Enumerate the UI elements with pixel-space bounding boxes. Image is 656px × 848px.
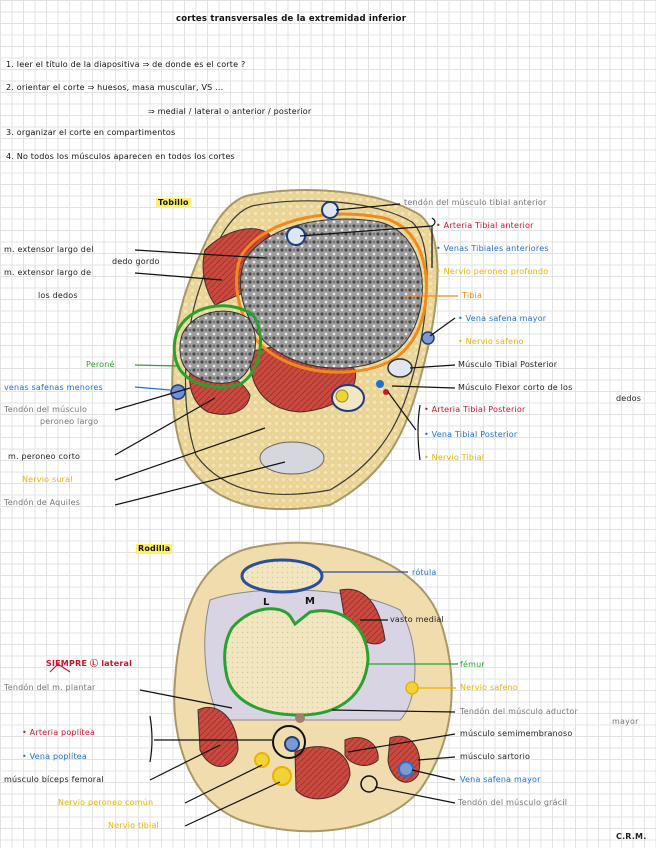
knee-heading: Rodilla [136, 544, 173, 554]
label-venas-tibiales-anteriores: • Venas Tibiales anteriores [436, 244, 549, 253]
label-tendon-aductor: Tendón del músculo aductor [460, 707, 579, 716]
label-tendon-peroneo-largo: Tendón del músculo [4, 405, 88, 414]
ankle-leader-lines [114, 203, 458, 506]
label-ext-largo-dedo-gordo: m. extensor largo del [4, 245, 94, 254]
label-peroneo-corto: m. peroneo corto [8, 452, 81, 461]
label-vasto-medial: vasto medial [390, 615, 444, 624]
label-vena-tibial-posterior: • Vena Tibial Posterior [424, 430, 518, 439]
label-arteria-tibial-anterior: • Arteria Tibial anterior [436, 221, 534, 230]
label-vena-poplitea: • Vena poplítea [22, 752, 88, 761]
label-tendon-plantar: Tendón del m. plantar [4, 683, 96, 692]
instruction-2b: ⇒ medial / lateral o anterior / posterio… [148, 107, 312, 116]
label-femur: fémur [460, 660, 485, 669]
label-nervio-safeno-knee: Nervio safeno [460, 683, 518, 692]
ankle-heading: Tobillo [156, 198, 191, 208]
label-siempre-lateral: SIEMPRE Ⓛ lateral [46, 659, 133, 668]
label-tendon-gracil: Tendón del músculo grácil [458, 798, 568, 807]
label-arteria-tibial-posterior: • Arteria Tibial Posterior [424, 405, 526, 414]
label-tibia: Tibia [462, 291, 483, 300]
label-nervio-tibial-knee: Nervio tibial [108, 821, 159, 830]
label-tendon-aductor-2: mayor [612, 717, 639, 726]
page-title: cortes transversales de la extremidad in… [176, 14, 407, 24]
knee-M-letter: M [305, 596, 315, 607]
label-biceps-femoral: músculo bíceps femoral [4, 775, 104, 784]
label-tendon-tibial-anterior: tendón del músculo tibial anterior [404, 198, 547, 207]
label-vena-safena-mayor-knee: Vena safena mayor [460, 775, 541, 784]
label-rotula: rótula [412, 568, 437, 577]
label-musculo-tibial-posterior: Músculo Tibial Posterior [458, 360, 558, 369]
signature: C.R.M. [616, 832, 647, 841]
instruction-2: 2. orientar el corte ⇒ huesos, masa musc… [6, 83, 224, 92]
label-arteria-poplitea: • Arteria poplítea [22, 728, 96, 737]
label-tendon-peroneo-largo-2: peroneo largo [40, 417, 99, 426]
label-nervio-peroneo-comun: Nervio peroneo común [58, 798, 154, 807]
knee-L-letter: L [263, 597, 270, 608]
label-nervio-safeno-ankle: • Nervio safeno [458, 337, 524, 346]
label-nervio-tibial-ankle: • Nervio Tibial [424, 453, 485, 462]
instruction-1: 1. leer el título de la diapositiva ⇒ de… [6, 60, 246, 69]
knee-leader-lines [49, 571, 458, 827]
label-ext-largo-dedo-gordo-2: dedo gordo [112, 257, 160, 266]
instruction-4: 4. No todos los músculos aparecen en tod… [6, 152, 235, 161]
label-tendon-aquiles: Tendón de Aquiles [4, 498, 81, 507]
label-flexor-corto-dedos: Músculo Flexor corto de los [458, 383, 573, 392]
label-ext-largo-dedos: m. extensor largo de [4, 268, 92, 277]
label-flexor-corto-dedos-2: dedos [616, 394, 642, 403]
knee-cross-section [173, 541, 453, 833]
label-semimembranoso: músculo semimembranoso [460, 729, 573, 738]
label-nervio-sural: Nervio sural [22, 475, 73, 484]
label-vena-safena-mayor-ankle: • Vena safena mayor [458, 314, 547, 323]
label-venas-safenas-menores: venas safenas menores [4, 383, 103, 392]
ankle-cross-section [170, 189, 439, 511]
label-ext-largo-dedos-2: los dedos [38, 291, 78, 300]
instruction-3: 3. organizar el corte en compartimentos [6, 128, 176, 137]
label-sartorio: músculo sartorio [460, 752, 531, 761]
label-perone: Peroné [86, 360, 115, 369]
label-nervio-peroneo-profundo: • Nervio peroneo profundo [436, 267, 549, 276]
